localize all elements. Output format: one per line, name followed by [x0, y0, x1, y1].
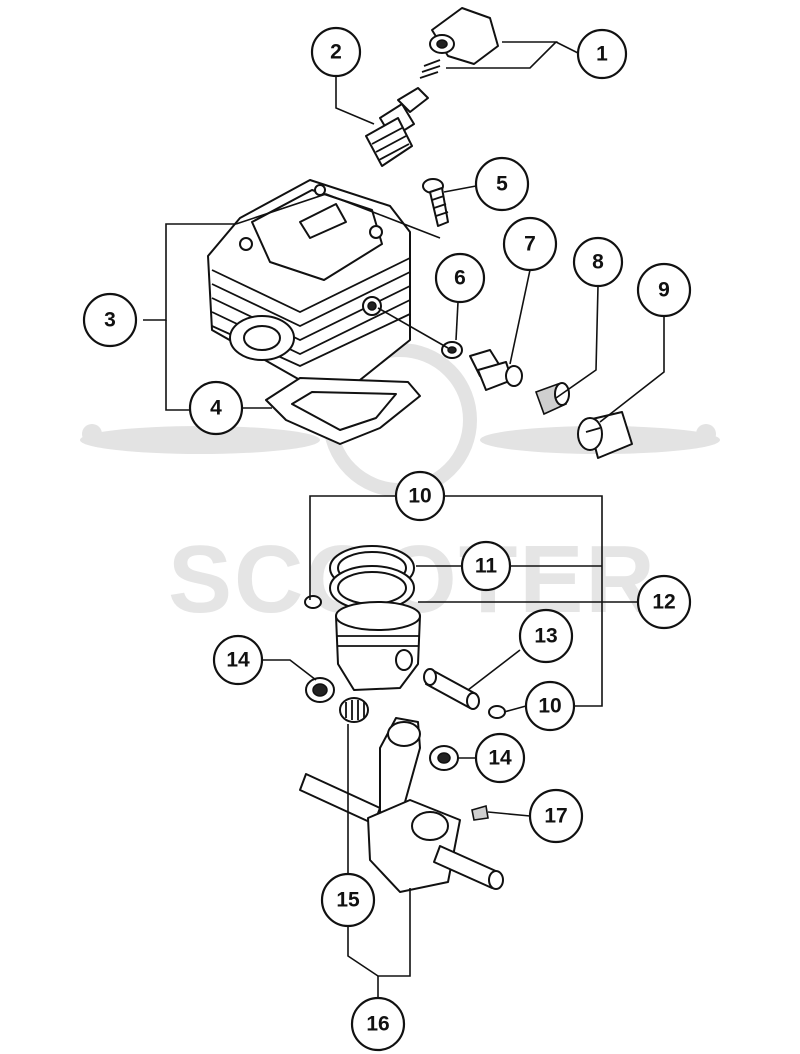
leader-6-valve	[377, 307, 449, 349]
svg-text:8: 8	[592, 251, 604, 274]
callout-1: 1	[576, 28, 628, 80]
svg-text:6: 6	[454, 267, 466, 290]
callout-6: 6	[434, 252, 486, 304]
oil-seal-right-drawing	[429, 745, 459, 771]
callout-3: 3	[82, 292, 138, 348]
washer-hole	[447, 346, 457, 354]
leader-lines	[143, 41, 665, 1000]
leader-10-top	[309, 495, 396, 600]
callout-4: 4	[188, 380, 244, 436]
leader-3-top	[235, 193, 441, 239]
callout-2: 2	[310, 26, 362, 78]
callout-9: 9	[636, 262, 692, 318]
leader-3-lower	[165, 320, 191, 411]
callout-12: 12	[636, 574, 692, 630]
piston-drawing	[335, 601, 421, 691]
callout-16: 16	[350, 996, 406, 1052]
leader-10-bottom	[503, 705, 527, 713]
callout-14-left: 14	[212, 634, 264, 686]
leader-9	[599, 316, 665, 423]
valve-cap-drawing	[534, 382, 570, 416]
svg-text:3: 3	[104, 309, 116, 332]
svg-text:14: 14	[226, 649, 250, 672]
leader-2	[335, 74, 375, 125]
watermark-right-dot	[696, 424, 716, 444]
svg-text:7: 7	[524, 233, 536, 256]
leader-1-join	[555, 41, 581, 55]
svg-text:9: 9	[658, 279, 670, 302]
piston-rings-drawing	[329, 545, 415, 611]
leader-10-right	[444, 495, 603, 707]
svg-text:2: 2	[330, 41, 342, 64]
cylinder-gasket-drawing	[265, 377, 421, 445]
oil-seal-left-drawing	[305, 677, 335, 703]
parts	[207, 7, 633, 893]
watermark-left-swoosh	[80, 426, 320, 454]
decompression-valve-drawing	[469, 349, 523, 391]
callout-8: 8	[572, 236, 624, 288]
svg-text:13: 13	[534, 625, 557, 648]
circlip-top-drawing	[304, 595, 322, 609]
leader-1	[446, 41, 558, 69]
svg-text:11: 11	[475, 555, 498, 578]
callout-11: 11	[460, 540, 512, 592]
watermark-left-dot	[82, 424, 102, 444]
leader-13	[467, 649, 521, 691]
leader-5	[443, 185, 477, 193]
leader-17	[487, 811, 531, 817]
callout-10-bottom: 10	[524, 680, 576, 732]
valve-button-drawing	[577, 411, 633, 459]
svg-text:15: 15	[336, 889, 360, 912]
callout-15: 15	[320, 872, 376, 928]
callout-10-top: 10	[394, 470, 446, 522]
piston-pin-drawing	[423, 668, 480, 710]
svg-text:16: 16	[366, 1013, 389, 1036]
cylinder-drawing	[207, 179, 411, 389]
circlip-bottom-drawing	[488, 705, 506, 719]
svg-text:17: 17	[544, 805, 567, 828]
callout-7: 7	[502, 216, 558, 272]
callout-17: 17	[528, 788, 584, 844]
leader-7	[509, 269, 531, 365]
callout-13: 13	[518, 608, 574, 664]
woodruff-key-drawing	[471, 804, 489, 821]
callout-14-right: 14	[474, 732, 526, 784]
callout-5: 5	[474, 156, 530, 212]
leader-3	[143, 223, 236, 321]
crankshaft-drawing	[299, 717, 504, 893]
needle-bearing-drawing	[339, 697, 369, 723]
bolt-drawing	[422, 178, 449, 227]
leader-6	[455, 301, 459, 341]
svg-text:5: 5	[496, 173, 508, 196]
svg-text:10: 10	[408, 485, 431, 508]
svg-text:10: 10	[538, 695, 561, 718]
svg-text:1: 1	[596, 43, 608, 66]
svg-text:4: 4	[210, 397, 222, 420]
spark-plug-drawing	[365, 87, 429, 167]
svg-text:14: 14	[488, 747, 512, 770]
svg-text:12: 12	[652, 591, 675, 614]
leader-8	[555, 285, 599, 399]
callouts: 1 2 3 4 5 6 7 8 9 10 11 12 13 14 10 14 1…	[82, 26, 692, 1052]
leader-14-left	[262, 659, 317, 681]
spark-plug-cap-drawing	[419, 7, 499, 79]
